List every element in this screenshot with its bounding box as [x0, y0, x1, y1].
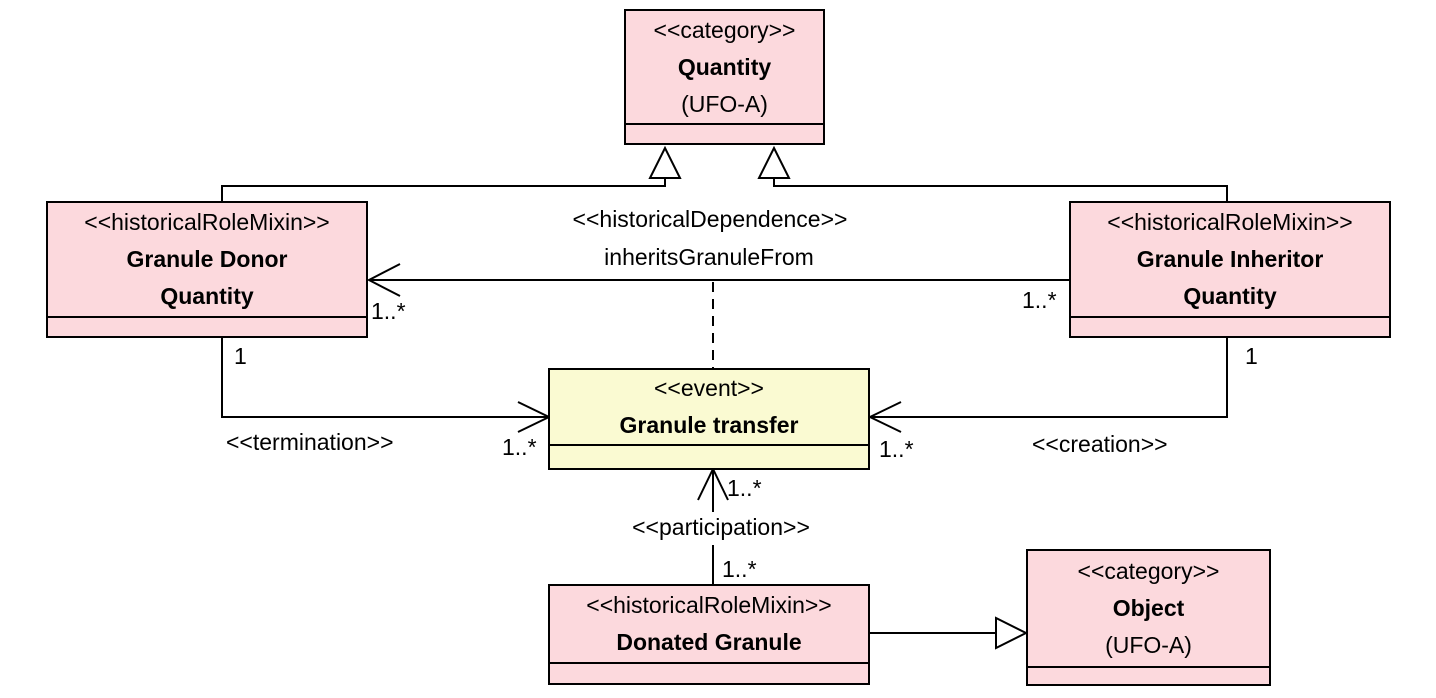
class-name: Granule transfer: [619, 412, 799, 438]
participation-stereotype-label: <<participation>>: [632, 514, 810, 540]
multiplicity-termination-target: 1..*: [502, 434, 537, 460]
multiplicity-participation-bottom: 1..*: [722, 556, 757, 582]
attribute-compartment: [48, 318, 366, 336]
multiplicity-inheritor-end: 1..*: [1022, 287, 1057, 313]
inherits-stereotype-label: <<historicalDependence>>: [572, 206, 848, 232]
class-note: (UFO-A): [681, 90, 768, 117]
attribute-compartment: [626, 125, 823, 143]
multiplicity-creation-source: 1: [1245, 343, 1258, 369]
class-name: Donated Granule: [616, 629, 802, 655]
multiplicity-termination-source: 1: [234, 343, 247, 369]
generalization-donated-granule-to-object: [870, 616, 1029, 650]
class-donated-granule-header: <<historicalRoleMixin>> Donated Granule: [550, 586, 868, 664]
multiplicity-participation-top: 1..*: [727, 475, 762, 501]
inherits-association-name: inheritsGranuleFrom: [604, 244, 814, 270]
association-inherits-granule-from: [366, 263, 1070, 297]
stereotype-label: <<historicalRoleMixin>>: [586, 592, 832, 618]
attribute-compartment: [550, 664, 868, 683]
stereotype-label: <<category>>: [653, 16, 796, 43]
class-name: Object: [1112, 595, 1185, 621]
class-name-line2: Quantity: [160, 283, 254, 309]
class-granule-donor-quantity-header: <<historicalRoleMixin>> Granule Donor Qu…: [48, 203, 366, 318]
termination-stereotype-label: <<termination>>: [226, 429, 394, 455]
class-object[interactable]: <<category>> Object (UFO-A): [1026, 549, 1271, 686]
class-granule-transfer[interactable]: <<event>> Granule transfer: [548, 368, 870, 470]
attribute-compartment: [550, 446, 868, 468]
class-note: (UFO-A): [1105, 632, 1192, 658]
creation-stereotype-label: <<creation>>: [1032, 431, 1168, 457]
stereotype-label: <<category>>: [1077, 558, 1220, 584]
association-creation: [867, 338, 1228, 433]
class-donated-granule[interactable]: <<historicalRoleMixin>> Donated Granule: [548, 584, 870, 685]
class-name-line2: Quantity: [1183, 283, 1277, 309]
attribute-compartment: [1071, 318, 1389, 336]
generalization-donor-to-quantity: [221, 145, 682, 201]
attribute-compartment: [1028, 668, 1269, 684]
generalization-inheritor-to-quantity: [757, 145, 1228, 201]
class-name: Quantity: [677, 53, 772, 80]
stereotype-label: <<event>>: [654, 375, 764, 401]
stereotype-label: <<historicalRoleMixin>>: [84, 209, 330, 235]
class-granule-inheritor-quantity[interactable]: <<historicalRoleMixin>> Granule Inherito…: [1069, 201, 1391, 338]
class-object-header: <<category>> Object (UFO-A): [1028, 551, 1269, 668]
class-quantity[interactable]: <<category>> Quantity (UFO-A): [624, 9, 825, 145]
association-termination: [221, 338, 552, 433]
class-granule-transfer-header: <<event>> Granule transfer: [550, 370, 868, 446]
class-granule-inheritor-quantity-header: <<historicalRoleMixin>> Granule Inherito…: [1071, 203, 1389, 318]
multiplicity-donor-end: 1..*: [371, 298, 406, 324]
class-name-line1: Granule Donor: [126, 246, 288, 272]
class-granule-donor-quantity[interactable]: <<historicalRoleMixin>> Granule Donor Qu…: [46, 201, 368, 338]
class-name-line1: Granule Inheritor: [1136, 246, 1324, 272]
class-quantity-header: <<category>> Quantity (UFO-A): [626, 11, 823, 125]
stereotype-label: <<historicalRoleMixin>>: [1107, 209, 1353, 235]
multiplicity-creation-target: 1..*: [879, 436, 914, 462]
